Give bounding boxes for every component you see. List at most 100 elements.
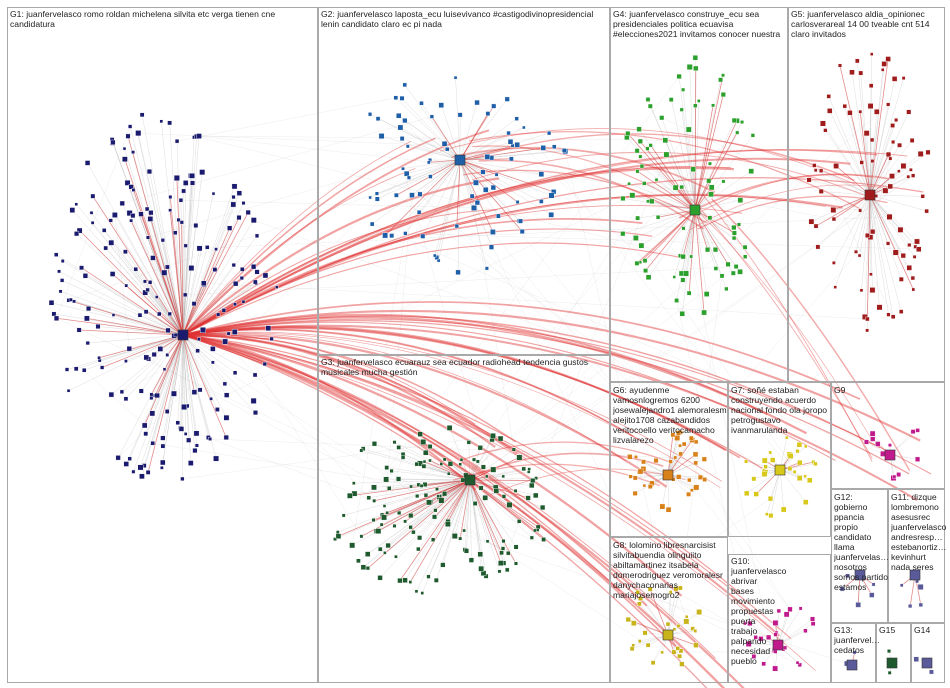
node-g2 xyxy=(441,140,448,147)
node-g2 xyxy=(496,213,501,219)
node-g5 xyxy=(818,188,824,194)
edge-g1 xyxy=(182,269,243,336)
node-g3 xyxy=(333,537,337,541)
node-g3 xyxy=(432,514,437,520)
edge-g3 xyxy=(413,479,471,533)
node-g5 xyxy=(833,163,839,169)
node-g10 xyxy=(892,474,897,479)
node-g1 xyxy=(89,210,94,215)
node-g2 xyxy=(389,233,395,239)
node-g1 xyxy=(175,420,181,425)
node-g1 xyxy=(108,239,115,246)
node-g3 xyxy=(417,431,423,437)
node-g7 xyxy=(751,476,757,482)
edge-strong-g1 xyxy=(182,248,217,336)
edge-g5 xyxy=(864,194,871,317)
node-g4 xyxy=(629,192,636,199)
node-g1 xyxy=(170,390,177,397)
node-g1 xyxy=(90,193,96,199)
node-g3 xyxy=(365,551,371,557)
edge-strong-g4 xyxy=(694,209,705,313)
node-g1 xyxy=(196,245,203,252)
node-g2 xyxy=(522,125,526,130)
node-g2 xyxy=(519,228,525,234)
edge-g4 xyxy=(694,209,746,257)
edge-strong-g3 xyxy=(374,479,471,502)
edge-g3 xyxy=(399,479,471,514)
node-g1 xyxy=(84,315,90,322)
node-g1 xyxy=(143,354,150,361)
node-g4 xyxy=(718,77,724,83)
node-g1 xyxy=(210,346,216,352)
hub-node-g6 xyxy=(662,469,674,481)
node-g3 xyxy=(442,491,448,497)
edge-g5 xyxy=(869,194,910,246)
node-g12 xyxy=(871,582,876,587)
crossgroup-edge xyxy=(373,76,680,488)
edge-strong-g1 xyxy=(56,317,184,336)
node-g5 xyxy=(886,312,891,317)
intergroup-edge xyxy=(182,209,497,336)
node-g1 xyxy=(223,414,230,421)
node-g5 xyxy=(920,194,925,199)
edge-g3 xyxy=(469,479,488,542)
node-g1 xyxy=(232,370,238,375)
node-g1 xyxy=(64,367,70,372)
node-g1 xyxy=(145,287,150,292)
intergroup-edge xyxy=(182,325,727,451)
node-g4 xyxy=(731,230,737,236)
edge-g1 xyxy=(182,334,227,418)
node-g5 xyxy=(897,226,904,233)
node-g1 xyxy=(172,230,178,236)
edge-strong-g1 xyxy=(144,334,184,426)
node-g7 xyxy=(761,457,768,464)
node-g3 xyxy=(433,577,439,583)
node-g1 xyxy=(127,124,133,129)
hub-node-g15 xyxy=(886,657,898,669)
node-g1 xyxy=(160,466,164,470)
node-g1 xyxy=(183,432,188,436)
node-g2 xyxy=(455,269,461,275)
strong-edges-layer xyxy=(56,58,932,688)
node-g6 xyxy=(693,460,698,466)
intergroup-edge xyxy=(182,329,643,442)
node-g3 xyxy=(416,546,421,552)
node-g4 xyxy=(689,254,693,259)
node-g3 xyxy=(458,462,462,466)
node-g2 xyxy=(473,179,479,186)
node-g2 xyxy=(484,266,489,271)
node-g4 xyxy=(721,73,725,78)
intergroup-edge xyxy=(473,133,855,181)
intergroup-edge xyxy=(182,334,717,659)
edge-g1 xyxy=(76,334,184,369)
node-g7 xyxy=(753,491,759,497)
node-g5 xyxy=(815,244,821,250)
edge-g5 xyxy=(869,194,889,315)
node-g3 xyxy=(438,497,445,504)
crossgroup-edge xyxy=(381,454,404,525)
edge-g6 xyxy=(667,474,701,478)
node-g1 xyxy=(252,279,258,285)
node-g7 xyxy=(796,442,803,448)
edge-strong-g7 xyxy=(779,461,814,471)
node-g1 xyxy=(213,455,219,462)
node-g1 xyxy=(137,312,143,318)
node-g4 xyxy=(645,274,652,281)
node-g8 xyxy=(625,617,631,623)
node-g5 xyxy=(917,150,924,157)
node-g1 xyxy=(181,404,187,410)
edge-g3 xyxy=(379,479,471,579)
node-g4 xyxy=(648,143,653,148)
node-g5 xyxy=(865,232,870,238)
node-g5 xyxy=(900,163,907,169)
intergroup-edge xyxy=(182,129,490,336)
node-g3 xyxy=(381,514,387,521)
node-g1 xyxy=(139,112,145,118)
edge-strong-g4 xyxy=(694,120,738,211)
node-g7 xyxy=(803,499,809,505)
node-g3 xyxy=(378,546,383,552)
edge-strong-g4 xyxy=(645,209,696,271)
edge-strong-g1 xyxy=(151,334,184,395)
edge-g5 xyxy=(817,194,871,248)
